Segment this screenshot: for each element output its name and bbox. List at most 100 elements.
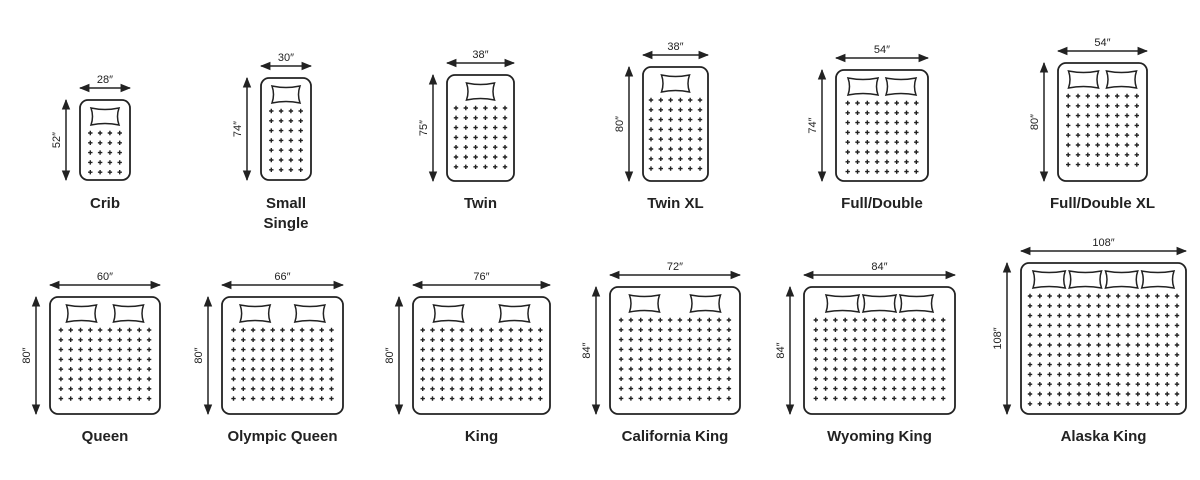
tuft-dot [440,367,445,372]
tuft-dot [1145,323,1150,328]
tuft-dot [453,105,459,111]
tuft-dot [107,337,113,342]
tuft-dot [518,357,523,362]
tuft-dot [874,120,880,125]
tuft-dot [901,376,907,381]
tuft-dot [58,327,64,333]
tuft-dot [473,135,478,140]
tuft-dot [1096,382,1101,387]
tuft-dot [1095,152,1100,157]
tuft-dot [1076,362,1082,367]
tuft-dot [269,108,274,114]
tuft-dot [1106,352,1111,357]
length-label: 80″ [614,116,626,132]
tuft-dot [117,170,122,175]
tuft-dot [1047,401,1052,406]
tuft-dot [1125,382,1131,387]
tuft-dot [1057,382,1062,387]
tuft-dot [658,97,663,103]
tuft-dot [882,376,887,381]
tuft-dot [1124,123,1130,128]
tuft-dot [440,327,445,333]
tuft-dot [862,317,867,323]
tuft-dot [518,347,523,352]
tuft-dot [88,337,93,342]
tuft-dot [299,347,305,352]
tuft-dot [823,347,828,352]
tuft-dot [855,149,860,155]
tuft-dot [892,327,897,332]
tuft-dot [618,317,624,323]
tuft-dot [1057,372,1062,377]
tuft-dot [1105,123,1110,128]
tuft-dot [1134,152,1139,157]
tuft-dot [260,347,266,352]
tuft-dot [1106,391,1111,397]
tuft-dot [288,157,294,163]
tuft-dot [865,159,870,164]
tuft-dot [1174,401,1180,406]
tuft-dot [137,347,142,352]
tuft-dot [1075,113,1081,118]
tuft-dot [97,130,103,136]
tuft-dot [726,366,732,372]
tuft-dot [901,366,907,372]
mattress-full-double-xl: 54″80″Full/Double XL [1029,37,1155,212]
tuft-dot [901,386,907,391]
tuft-dot [872,317,877,323]
tuft-dot [127,367,132,372]
tuft-dot [449,347,455,352]
tuft-dot [1145,372,1150,377]
tuft-dot [668,137,673,142]
tuft-dot [469,367,474,372]
tuft-dot [921,327,926,332]
tuft-dot [107,396,113,401]
tuft-dot [278,108,284,114]
tuft-dot [1155,391,1160,397]
tuft-dot [882,366,887,372]
tuft-dot [508,327,514,333]
tuft-dot [269,167,274,172]
tuft-dot [843,317,848,323]
mattress-crib: 28″52″Crib [51,74,132,212]
tuft-dot [270,357,275,362]
tuft-dot [1037,362,1042,367]
tuft-dot [667,347,673,352]
width-label: 38″ [472,49,488,61]
tuft-dot [58,396,64,401]
tuft-dot [473,115,478,120]
tuft-dot [241,396,246,401]
tuft-dot [688,166,693,171]
tuft-dot [707,327,712,332]
tuft-dot [618,376,624,381]
tuft-dot [97,357,103,362]
tuft-dot [1066,142,1071,148]
tuft-dot [1075,162,1081,167]
tuft-dot [78,386,83,391]
tuft-dot [469,327,474,333]
tuft-dot [1116,362,1121,367]
tuft-dot [678,166,683,171]
tuft-dot [1155,313,1160,318]
tuft-dot [648,396,653,401]
mattress-full-double: 54″74″Full/Double [807,44,930,212]
tuft-dot [299,386,305,391]
tuft-dot [459,376,465,382]
tuft-dot [117,347,122,352]
tuft-dot [97,140,103,145]
tuft-dot [538,337,543,342]
tuft-dot [280,357,285,362]
tuft-dot [290,396,295,401]
tuft-dot [288,108,294,114]
tuft-dot [668,146,673,152]
tuft-dot [1085,133,1090,138]
tuft-dot [127,376,132,382]
tuft-dot [420,396,425,401]
tuft-dot [1174,382,1180,387]
tuft-dot [309,357,315,362]
tuft-dot [299,376,305,382]
tuft-dot [449,357,455,362]
tuft-dot [78,347,83,352]
length-label: 52″ [51,132,63,148]
tuft-dot [1135,293,1140,299]
